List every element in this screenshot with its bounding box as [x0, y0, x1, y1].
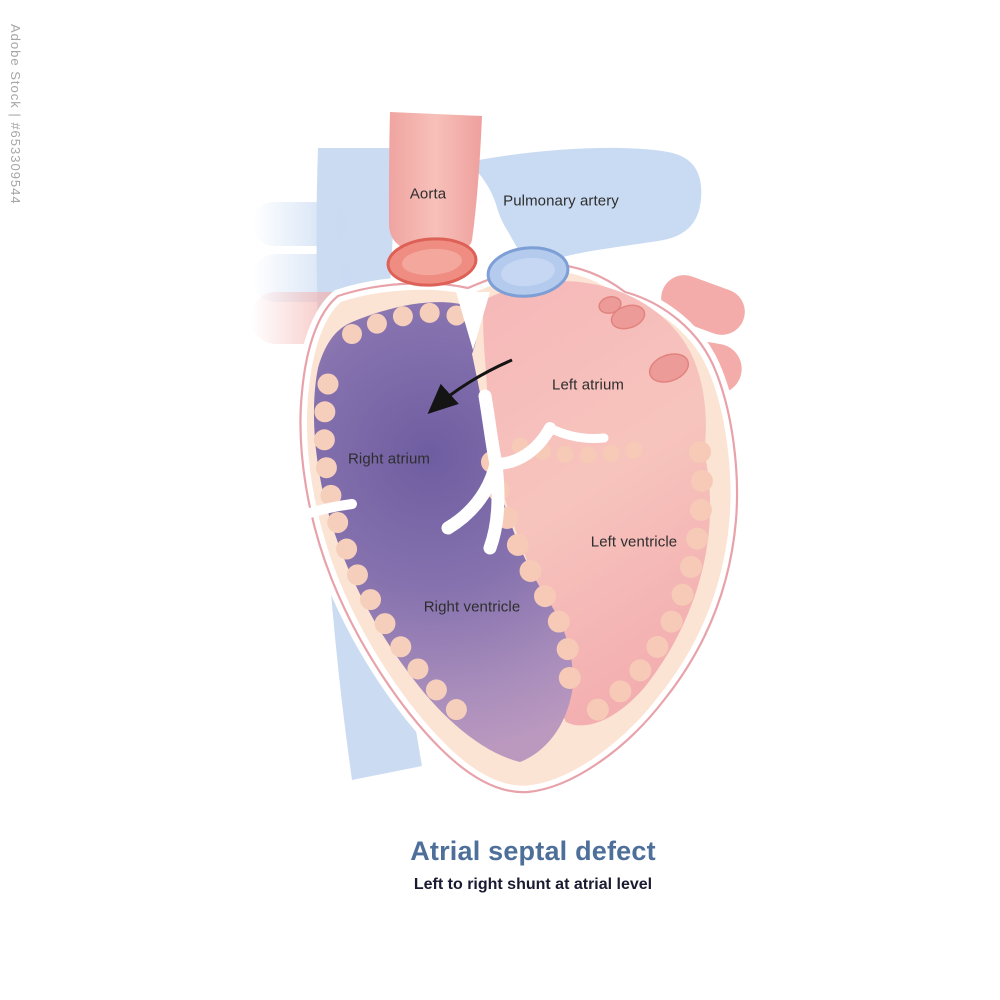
- label-left-atrium: Left atrium: [552, 376, 624, 394]
- label-left-ventricle: Left ventricle: [590, 533, 678, 551]
- left-heart-chambers: [483, 281, 711, 726]
- label-pulmonary-artery: Pulmonary artery: [503, 192, 619, 210]
- trabeculae-texture: [313, 302, 713, 737]
- label-right-ventricle: Right ventricle: [423, 598, 521, 616]
- aortic-valve: [386, 237, 478, 287]
- figure-subtitle: Left to right shunt at atrial level: [413, 876, 653, 893]
- pulmonary-valve: [486, 246, 570, 298]
- caption: Atrial septal defect Left to right shunt…: [410, 836, 656, 894]
- label-aorta: Aorta: [409, 185, 447, 203]
- aorta-vessel: [389, 112, 482, 255]
- figure-title: Atrial septal defect: [410, 836, 656, 866]
- label-right-atrium: Right atrium: [347, 450, 431, 468]
- pulmonary-vein-openings: [598, 296, 690, 383]
- shunt-arrow: [427, 358, 513, 415]
- stock-watermark: Adobe Stock | #653309544: [8, 24, 23, 205]
- septum-and-valve-apparatus: [295, 292, 609, 555]
